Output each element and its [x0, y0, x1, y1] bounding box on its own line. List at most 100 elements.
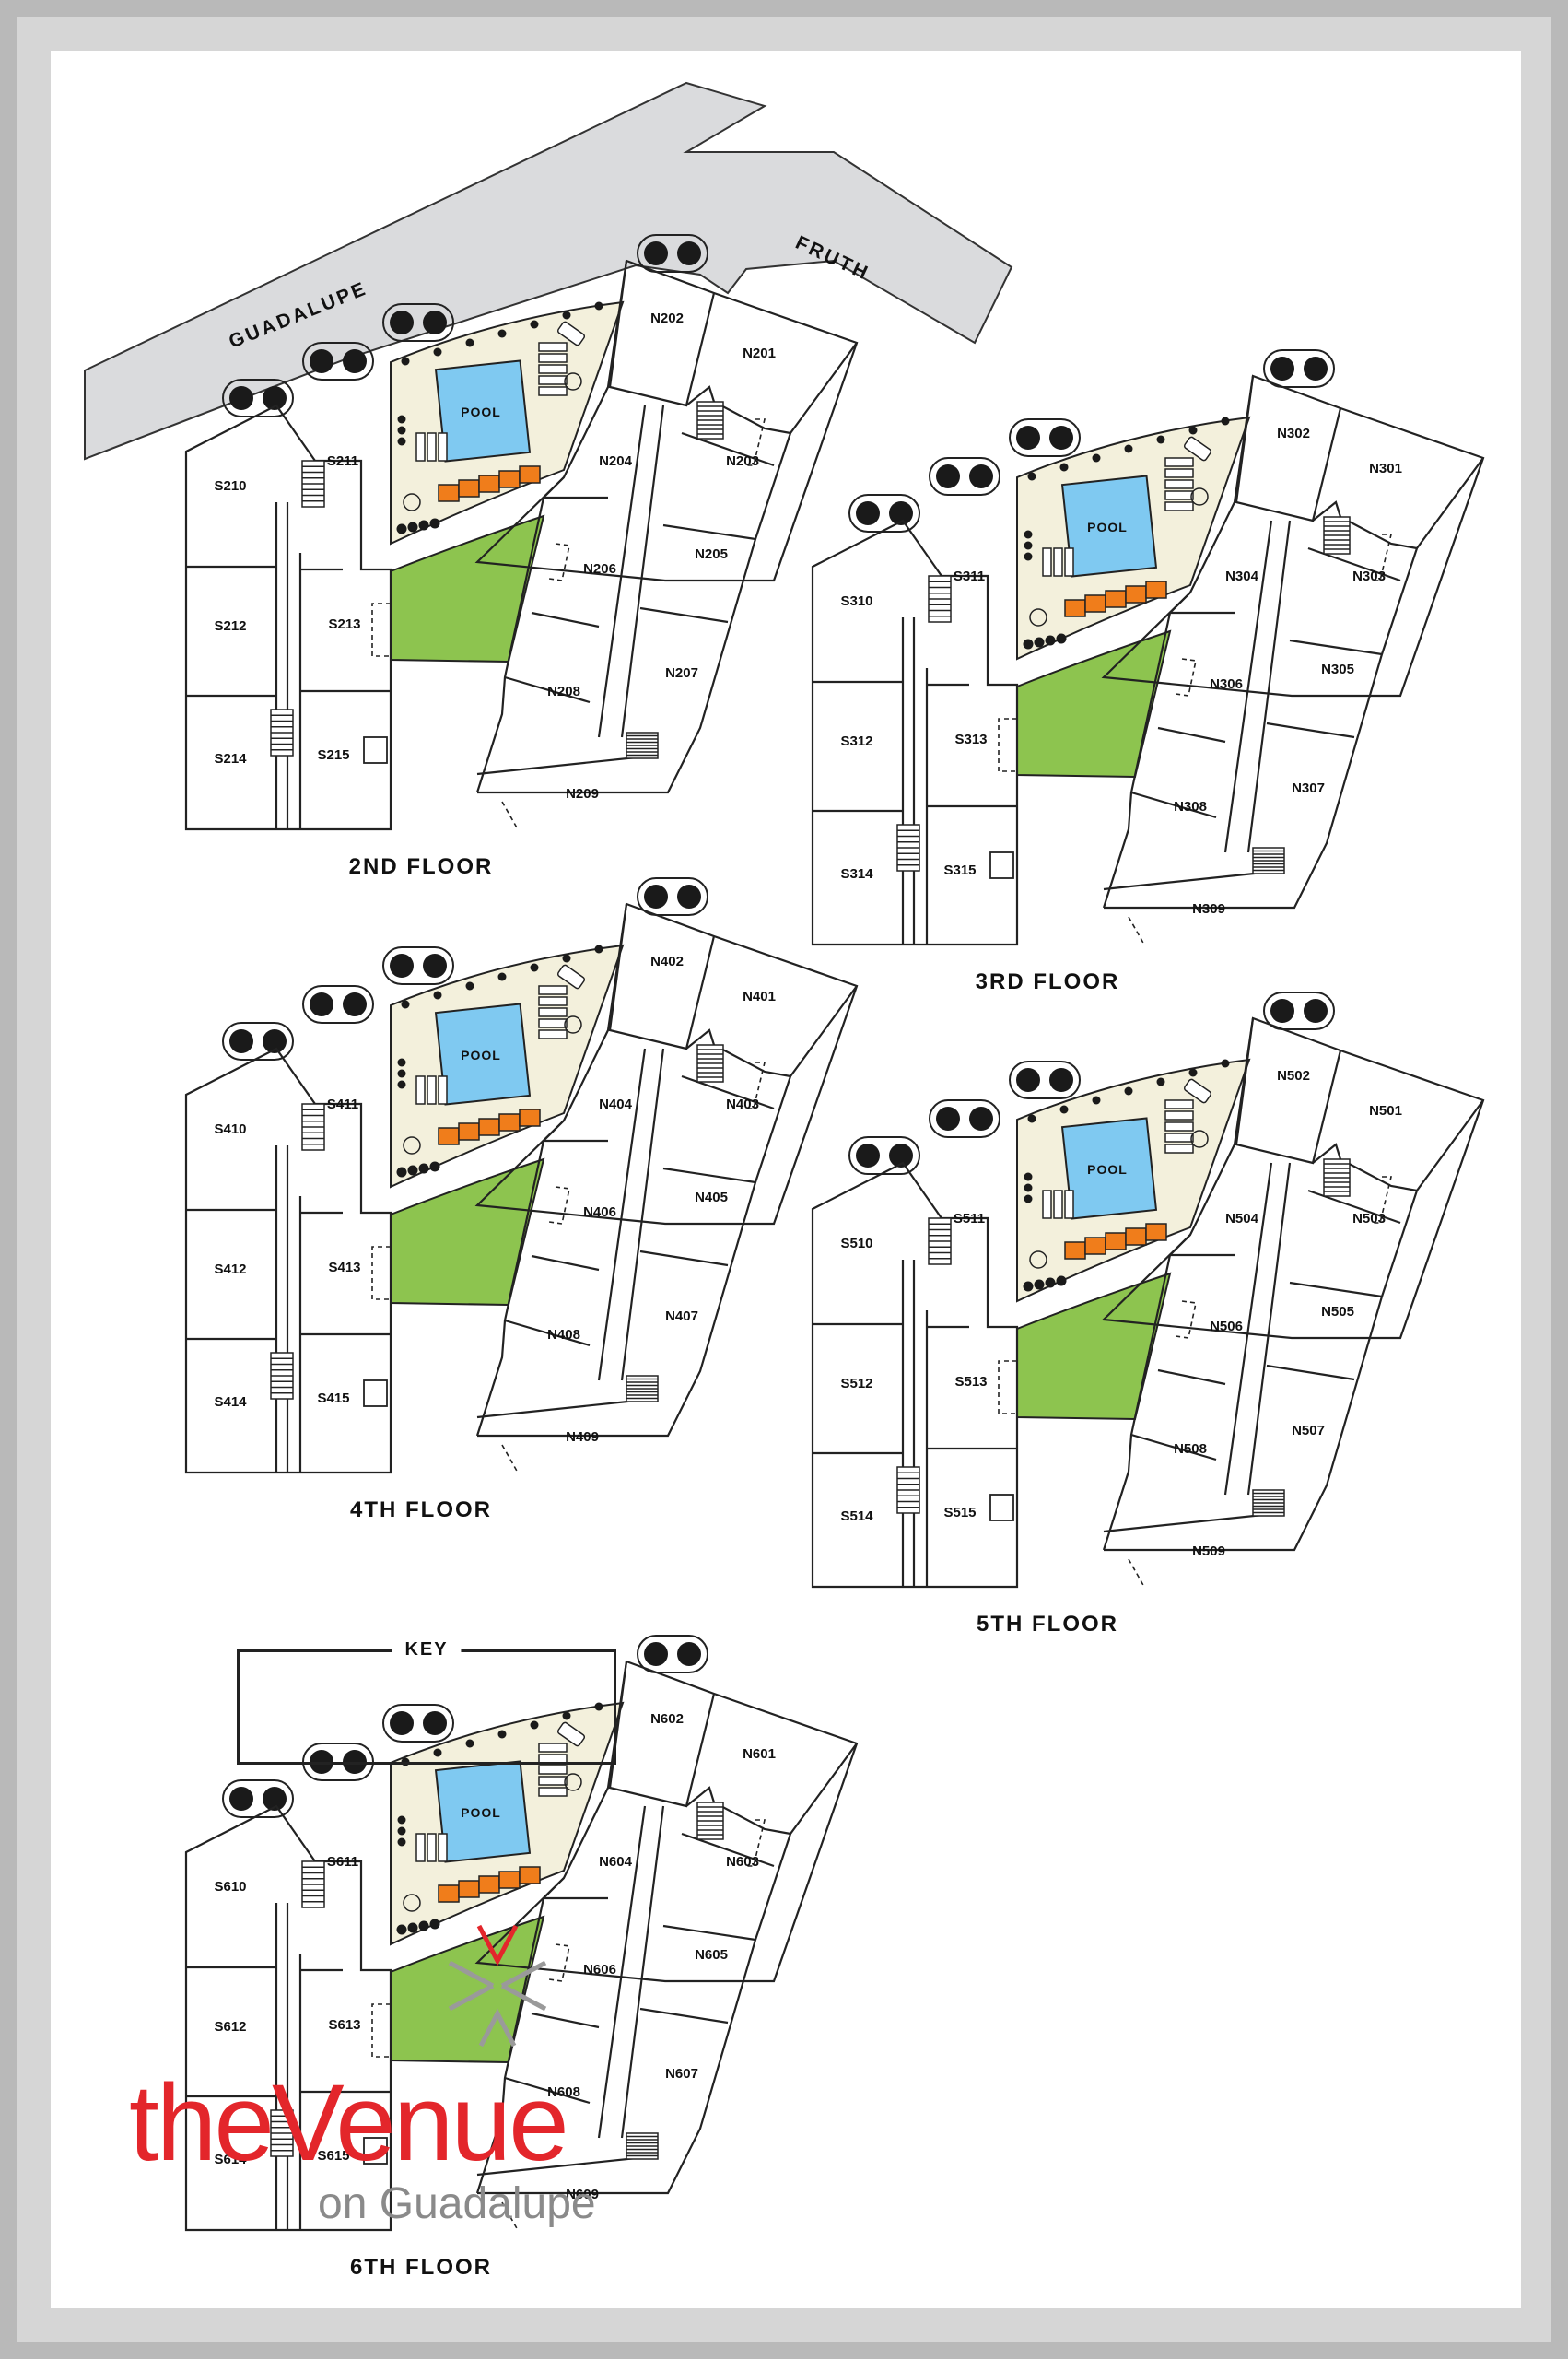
tree-icon	[229, 1029, 253, 1053]
lounge-chair-icon	[438, 1833, 448, 1862]
unit-label: N509	[1192, 1543, 1225, 1559]
shrub-icon	[1124, 1086, 1133, 1096]
cabana	[498, 1113, 521, 1132]
tree-icon	[644, 241, 668, 265]
brand-subtitle: on Guadalupe	[318, 2179, 596, 2228]
shrub-icon	[465, 981, 474, 991]
pool-label: POOL	[461, 405, 501, 419]
unit-label: N403	[726, 1097, 759, 1112]
unit-label: S210	[214, 478, 246, 494]
grill-icon	[556, 1721, 586, 1747]
north-wing-outline	[474, 259, 859, 582]
unit-label: S513	[954, 1374, 987, 1390]
tree-pair	[1263, 992, 1335, 1030]
tree-pair	[929, 1099, 1000, 1138]
tree-icon	[644, 885, 668, 909]
tree-icon	[936, 1107, 960, 1131]
lounge-chair-icon	[1164, 490, 1194, 500]
cabana	[498, 470, 521, 488]
lounge-chair-icon	[538, 1029, 568, 1039]
planter-icon	[418, 1920, 429, 1931]
unit-label: N604	[599, 1854, 633, 1870]
north-wing-outline	[1101, 1016, 1485, 1340]
tree-planter	[302, 985, 374, 1024]
wall	[477, 985, 858, 1438]
tree-icon	[644, 1642, 668, 1666]
lounge-chair-icon	[415, 1833, 426, 1862]
cabana	[1105, 590, 1127, 608]
planter-icon	[1045, 1277, 1056, 1288]
pool-label: POOL	[461, 1048, 501, 1062]
stair-icon	[626, 2132, 659, 2160]
planter-icon	[1023, 1281, 1034, 1292]
stair-icon	[1252, 1489, 1285, 1517]
wall	[477, 342, 858, 794]
grill-icon	[1183, 436, 1212, 462]
paper	[51, 51, 1521, 2308]
shrub-icon	[397, 426, 406, 435]
lounge-chair-icon	[427, 1833, 437, 1862]
wall	[662, 523, 756, 541]
shrub-icon	[1156, 435, 1165, 444]
pool-label: POOL	[1087, 520, 1128, 534]
cabana	[438, 1127, 460, 1145]
lounge-chair-icon	[427, 432, 437, 462]
stair-icon	[928, 1217, 952, 1265]
key-box: KEY	[237, 1639, 616, 1765]
tree-planter	[382, 303, 454, 342]
wall	[1157, 726, 1226, 744]
wall	[1289, 639, 1383, 656]
unit-label: N602	[650, 1711, 684, 1727]
shrub-icon	[401, 1000, 410, 1009]
wall	[1246, 520, 1292, 853]
unit-label: N601	[743, 1746, 776, 1762]
wall	[925, 1310, 1017, 1450]
planter-icon	[407, 522, 418, 533]
unit-label: N206	[583, 561, 616, 577]
closet	[989, 851, 1014, 879]
tree-pair	[637, 1635, 708, 1673]
planter-icon	[1034, 637, 1045, 648]
wall	[597, 1805, 647, 2139]
north-wing-outline	[1101, 374, 1485, 698]
table-icon	[1029, 608, 1047, 627]
pool	[434, 1003, 532, 1106]
tree-icon	[1049, 426, 1073, 450]
planter-icon	[396, 523, 407, 534]
shrub-icon	[1059, 1105, 1069, 1114]
lounge-chair-icon	[1064, 1190, 1074, 1219]
planter-icon	[396, 1924, 407, 1935]
cabana	[519, 1109, 541, 1127]
pool	[434, 359, 532, 463]
dashed-wall	[744, 418, 766, 466]
north-wing-outline	[474, 902, 859, 1226]
cabana	[519, 465, 541, 484]
lounge-chair-icon	[1164, 468, 1194, 478]
lawn	[390, 514, 545, 663]
south-wing-outline	[184, 1047, 392, 1474]
unit-label: N203	[726, 453, 759, 469]
shrub-icon	[1221, 417, 1230, 426]
shrub-icon	[562, 1711, 571, 1720]
dashed-wall	[744, 1819, 766, 1867]
unit-label: N404	[599, 1097, 633, 1112]
shrub-icon	[1024, 541, 1033, 550]
stair-icon	[696, 1044, 724, 1083]
unit-label: S611	[327, 1854, 358, 1870]
unit-label: N201	[743, 346, 776, 361]
tree-icon	[1270, 999, 1294, 1023]
unit-label: S212	[214, 618, 246, 634]
unit-label: N407	[665, 1309, 698, 1324]
lounge-chair-icon	[415, 1075, 426, 1105]
lounge-chair-icon	[538, 353, 568, 363]
dashed-wall	[501, 801, 519, 830]
cabana	[458, 1880, 480, 1898]
dashed-wall	[501, 1444, 519, 1473]
wall	[531, 1254, 600, 1272]
tree-icon	[263, 1787, 287, 1811]
unit-label: S311	[954, 569, 985, 584]
lounge-chair-icon	[538, 1787, 568, 1797]
